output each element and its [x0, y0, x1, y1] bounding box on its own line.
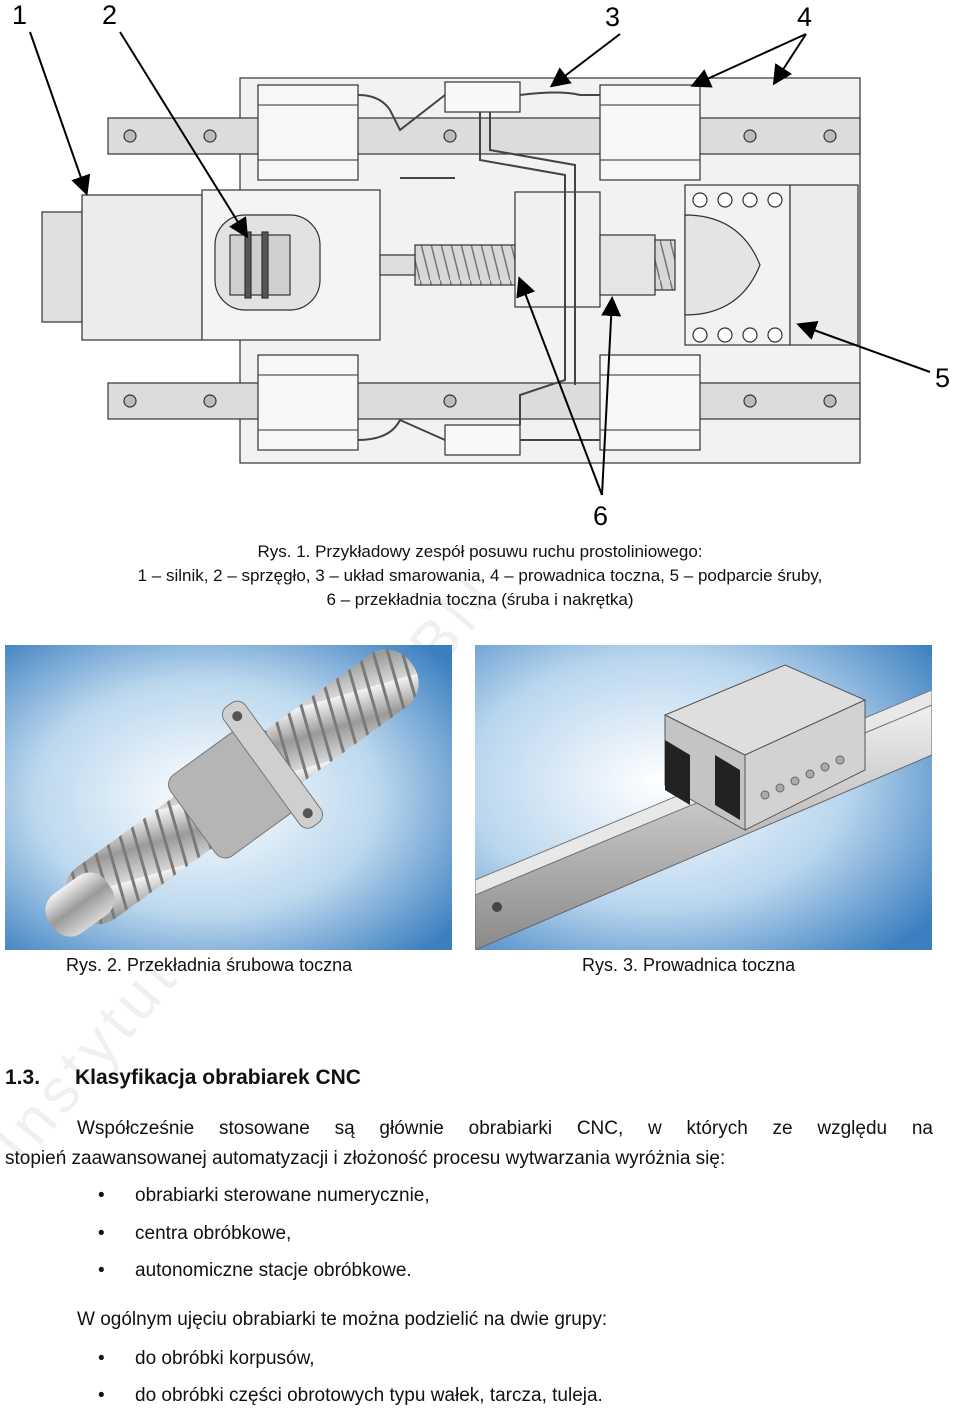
figure1-caption-line3: 6 – przekładnia toczna (śruba i nakrętka… — [326, 590, 634, 609]
list-item: •centra obróbkowe, — [98, 1223, 292, 1244]
figure1-caption-line1: Rys. 1. Przykładowy zespół posuwu ruchu … — [257, 542, 703, 561]
feed-unit-drawing: 1 2 3 4 5 6 — [12, 0, 950, 531]
callout-6: 6 — [593, 501, 608, 531]
list-item: •do obróbki korpusów, — [98, 1348, 315, 1369]
paragraph-1-line-1: Współcześnie stosowane są głównie obrabi… — [77, 1118, 933, 1139]
figure2-caption: Rys. 2. Przekładnia śrubowa toczna — [66, 955, 353, 975]
callout-5: 5 — [935, 363, 950, 393]
section-title: Klasyfikacja obrabiarek CNC — [75, 1066, 361, 1089]
ballscrew-photo — [5, 645, 452, 950]
callout-1: 1 — [12, 0, 27, 30]
list-item: •do obróbki części obrotowych typu wałek… — [98, 1385, 603, 1406]
figure3-caption: Rys. 3. Prowadnica toczna — [582, 955, 796, 975]
paragraph-2: W ogólnym ujęciu obrabiarki te można pod… — [77, 1309, 608, 1330]
callout-4: 4 — [797, 2, 812, 32]
callout-2: 2 — [102, 0, 117, 30]
callout-3: 3 — [605, 2, 620, 32]
list-item: •obrabiarki sterowane numerycznie, — [98, 1185, 430, 1206]
paragraph-1: Współcześnie stosowane są głównie obrabi… — [5, 1114, 933, 1174]
paragraph-1-line-2: stopień zaawansowanej automatyzacji i zł… — [5, 1148, 726, 1169]
linear-guide-photo — [475, 645, 932, 950]
list-item: •autonomiczne stacje obróbkowe. — [98, 1260, 412, 1281]
figure1-caption-line2: 1 – silnik, 2 – sprzęgło, 3 – układ smar… — [137, 566, 823, 585]
section-number: 1.3. — [5, 1066, 41, 1089]
section-heading: 1.3. Klasyfikacja obrabiarek CNC — [5, 1066, 361, 1090]
